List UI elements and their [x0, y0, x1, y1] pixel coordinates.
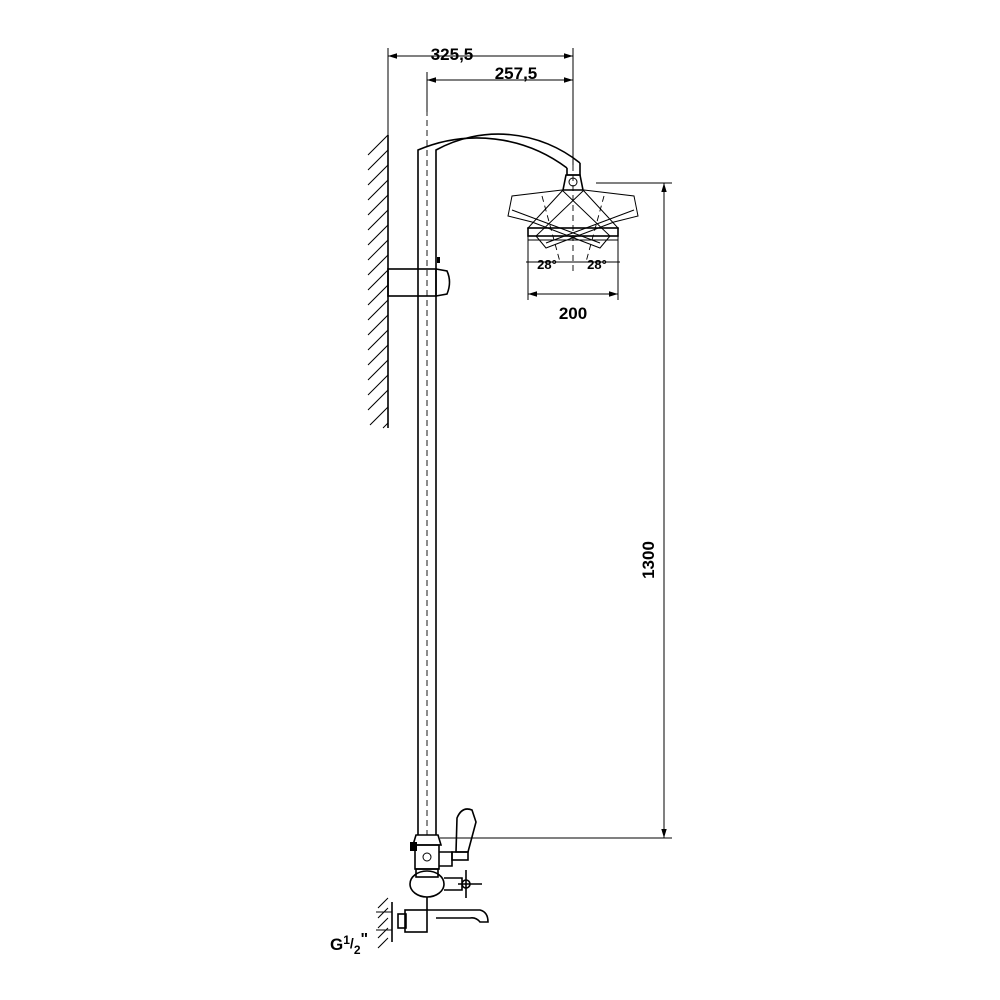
dimension-overall-reach: 325,5 — [387, 45, 574, 165]
tilt-left-label: 28° — [537, 257, 557, 272]
dimension-head-diameter-label: 200 — [559, 304, 587, 323]
dimension-head-reach-label: 257,5 — [495, 64, 538, 83]
shower-head-tilt-left — [507, 189, 611, 249]
thread-size-label: G1/2" — [330, 931, 368, 957]
mixer-valve — [409, 868, 463, 898]
dimension-height: 1300 — [440, 182, 672, 839]
thread-denominator: 2 — [354, 943, 361, 957]
dimension-height-label: 1300 — [639, 541, 658, 579]
wall — [367, 134, 389, 429]
diverter-lever — [451, 808, 477, 861]
thread-suffix: " — [361, 931, 369, 948]
thread-numerator: 1 — [343, 933, 350, 947]
bath-spout — [426, 897, 489, 923]
wall-hatching — [367, 134, 389, 429]
dimension-head-reach: 257,5 — [426, 64, 573, 112]
dimension-overall-reach-label: 325,5 — [431, 45, 474, 64]
svg-text:G1/2": G1/2" — [330, 931, 368, 957]
mixer-body — [376, 808, 489, 949]
shower-head-tilt-right — [535, 189, 639, 249]
riser-pipe — [417, 110, 581, 835]
thread-prefix: G — [330, 935, 343, 954]
cross-handle — [458, 870, 482, 898]
tilt-right-label: 28° — [587, 257, 607, 272]
dimension-head-diameter: 200 — [527, 236, 619, 323]
wall-connection — [376, 897, 428, 949]
dimension-tilt-angles: 28° 28° — [526, 257, 620, 272]
shower-head — [507, 165, 639, 275]
